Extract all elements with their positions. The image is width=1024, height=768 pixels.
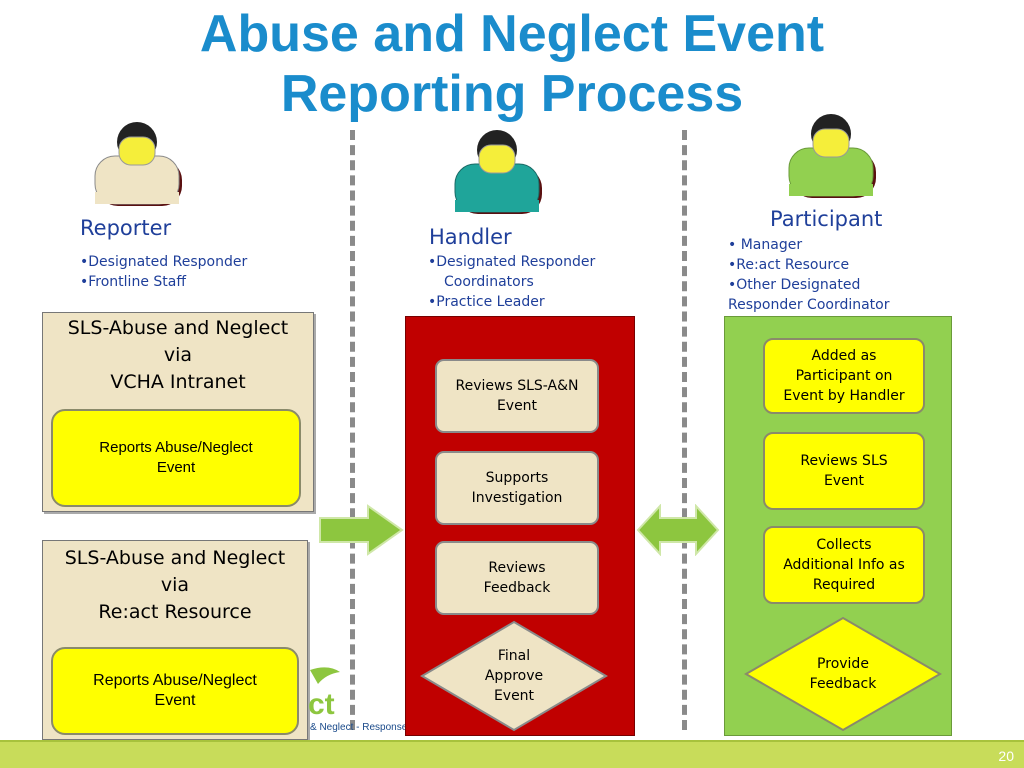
box-line: Event — [156, 459, 196, 476]
heading-line: SLS-Abuse and Neglect — [67, 317, 289, 339]
handler-role-title: Handler — [429, 225, 512, 249]
step-line: Required — [812, 577, 876, 593]
logo-tagline: & Neglect - Response — [310, 722, 408, 733]
reporter-role-item: •Designated Responder — [80, 254, 248, 270]
svg-text:ct: ct — [308, 688, 335, 720]
decision-line: Feedback — [809, 676, 877, 692]
reporter-lane-heading: SLS-Abuse and Neglect via Re:act Resourc… — [43, 545, 307, 626]
participant-decision-diamond — [744, 616, 942, 732]
handler-role-item: •Practice Leader — [428, 294, 545, 310]
reporter-role-title: Reporter — [80, 216, 172, 240]
react-logo-icon: ct — [308, 667, 340, 720]
heading-line: Re:act Resource — [98, 601, 252, 623]
heading-line: VCHA Intranet — [110, 371, 246, 393]
title-line-2: Reporting Process — [280, 65, 744, 123]
participant-role-list: • Manager •Re:act Resource •Other Design… — [728, 235, 890, 315]
handler-decision-label: Final Approve Event — [460, 640, 568, 712]
reporter-person-icon — [94, 122, 182, 206]
step-line: Reviews — [488, 560, 546, 576]
handler-role-item: Coordinators — [444, 274, 534, 290]
participant-role-item: •Other Designated — [728, 277, 861, 293]
box-line: Reports Abuse/Neglect — [93, 672, 257, 689]
bidirectional-arrow-icon — [636, 504, 720, 556]
handler-step-supports-investigation: Supports Investigation — [435, 451, 599, 525]
reports-event-box: Reports Abuse/Neglect Event — [51, 647, 299, 735]
box-line: Reports Abuse/Neglect — [99, 439, 253, 456]
participant-step-reviews-event: Reviews SLS Event — [763, 432, 925, 510]
step-line: Added as — [811, 348, 877, 364]
lane-divider-right — [682, 130, 687, 730]
participant-role-item: •Re:act Resource — [728, 257, 850, 273]
handler-decision-diamond — [420, 620, 608, 732]
handler-step-reviews-feedback: Reviews Feedback — [435, 541, 599, 615]
participant-step-collects-info: Collects Additional Info as Required — [763, 526, 925, 604]
step-line: Participant on — [795, 368, 893, 384]
footer-band — [0, 742, 1024, 768]
participant-role-item: • Manager — [728, 237, 803, 253]
lane-divider-left — [350, 130, 355, 730]
page-number: 20 — [998, 748, 1014, 764]
step-line: Additional Info as — [783, 557, 905, 573]
title-line-1: Abuse and Neglect Event — [199, 5, 825, 63]
participant-step-added: Added as Participant on Event by Handler — [763, 338, 925, 414]
handler-role-item: •Designated Responder — [428, 254, 596, 270]
heading-line: via — [160, 574, 190, 596]
handler-person-icon — [454, 130, 542, 214]
reporter-role-list: •Designated Responder •Frontline Staff — [80, 252, 247, 292]
step-line: Event by Handler — [783, 388, 905, 404]
step-line: Event — [823, 473, 865, 489]
decision-line: Approve — [484, 668, 544, 684]
footer-rule — [0, 740, 1024, 742]
decision-line: Provide — [817, 656, 869, 672]
step-line: Reviews SLS-A&N — [455, 378, 579, 394]
step-line: Investigation — [471, 490, 563, 506]
right-arrow-icon — [319, 504, 404, 556]
step-line: Reviews SLS — [800, 453, 888, 469]
step-line: Event — [496, 398, 538, 414]
participant-decision-label: Provide Feedback — [788, 644, 898, 704]
handler-step-review-event: Reviews SLS-A&N Event — [435, 359, 599, 433]
reporter-lane-heading: SLS-Abuse and Neglect via VCHA Intranet — [43, 315, 313, 396]
heading-line: via — [163, 344, 193, 366]
step-line: Supports — [485, 470, 549, 486]
reports-event-box: Reports Abuse/Neglect Event — [51, 409, 301, 507]
decision-line: Event — [493, 688, 535, 704]
participant-person-icon — [788, 114, 876, 198]
box-line: Event — [154, 692, 196, 709]
participant-role-title: Participant — [770, 207, 883, 231]
participant-role-item: Responder Coordinator — [728, 297, 890, 313]
reporter-role-item: •Frontline Staff — [80, 274, 186, 290]
heading-line: SLS-Abuse and Neglect — [64, 547, 286, 569]
reporter-lane-react: SLS-Abuse and Neglect via Re:act Resourc… — [42, 540, 308, 740]
step-line: Feedback — [483, 580, 551, 596]
page-title: Abuse and Neglect Event Reporting Proces… — [0, 4, 1024, 124]
step-line: Collects — [816, 537, 872, 553]
decision-line: Final — [497, 648, 531, 664]
handler-role-list: •Designated Responder Coordinators •Prac… — [428, 252, 595, 312]
reporter-lane-intranet: SLS-Abuse and Neglect via VCHA Intranet … — [42, 312, 314, 512]
